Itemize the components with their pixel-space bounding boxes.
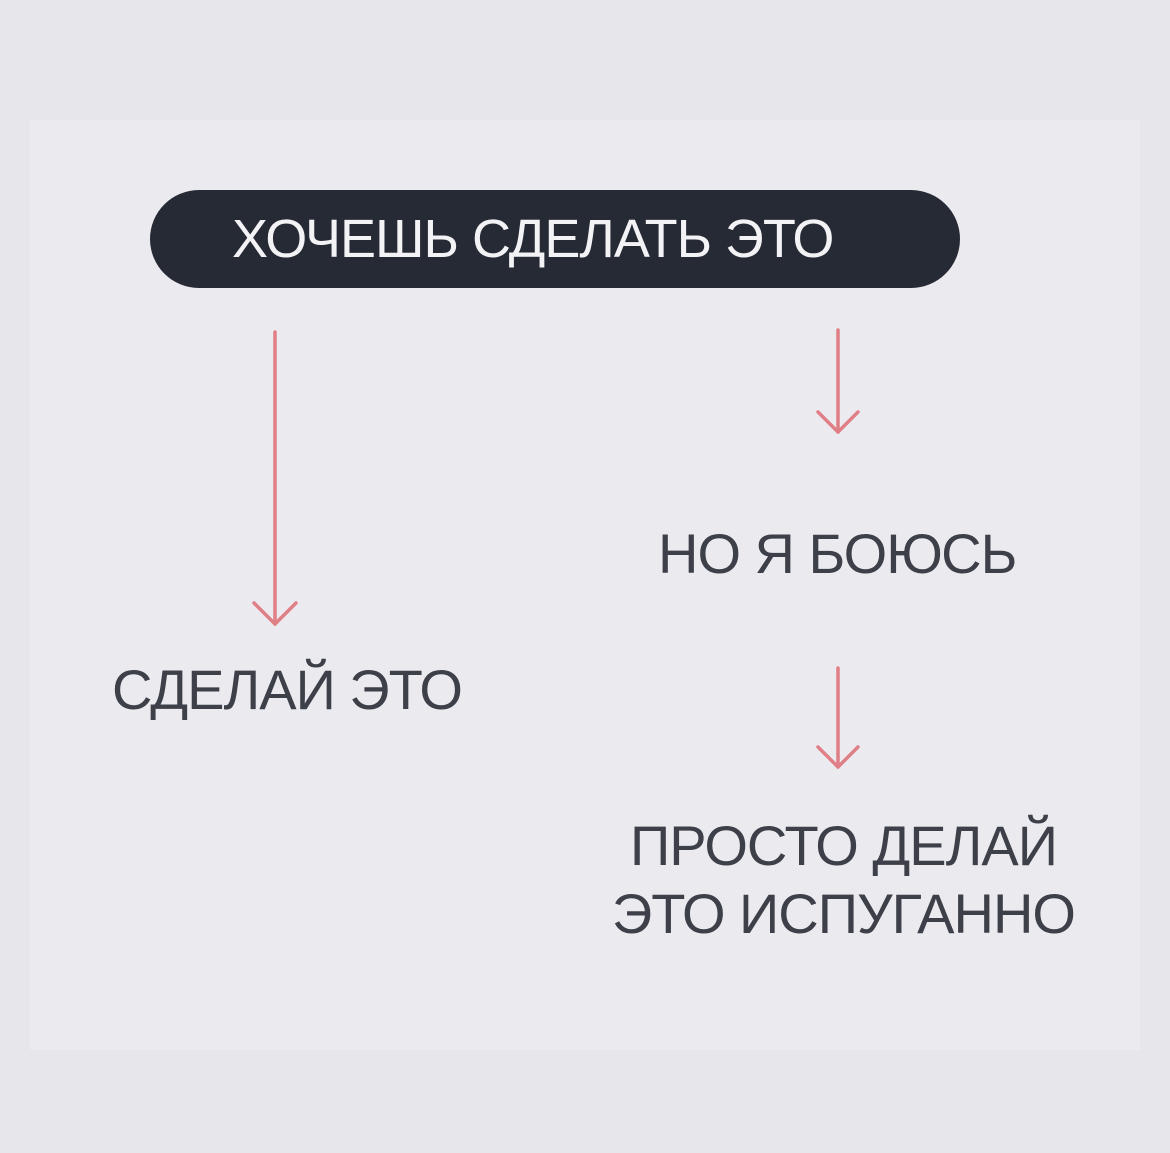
right-branch-step-label: НО Я БОЮСЬ [658,522,1017,585]
root-node-label: ХОЧЕШЬ СДЕЛАТЬ ЭТО [232,209,834,269]
arrow-right-top-down-icon [816,328,860,434]
left-branch-label: СДЕЛАЙ ЭТО [112,658,463,721]
right-branch-result-line-1: ПРОСТО ДЕЛАЙ [630,814,1058,877]
root-node: ХОЧЕШЬ СДЕЛАТЬ ЭТО [150,190,960,288]
right-branch-result-line-2: ЭТО ИСПУГАННО [612,882,1076,945]
right-branch-result: ПРОСТО ДЕЛАЙ ЭТО ИСПУГАННО [612,812,1076,948]
arrow-right-bottom-down-icon [816,666,860,769]
arrow-left-down-icon [252,330,298,626]
